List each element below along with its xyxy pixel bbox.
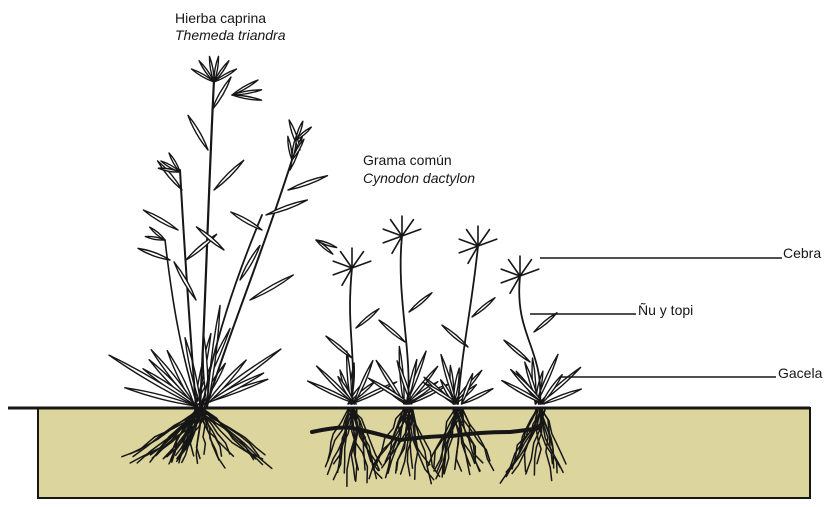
themeda-spikelet xyxy=(288,136,292,160)
tall-grass-scientific-name: Themeda triandra xyxy=(175,27,286,43)
culm-leaf xyxy=(214,160,244,190)
themeda-spikelet xyxy=(232,95,262,100)
cynodon-leaf xyxy=(472,298,495,317)
short-grass-common-name: Grama común xyxy=(363,152,452,168)
culm-leaf xyxy=(188,115,208,150)
grass-plants xyxy=(109,56,581,408)
culm-leaf xyxy=(266,200,307,215)
cynodon-leaf xyxy=(409,293,432,312)
culm-leaf xyxy=(250,275,293,300)
cynodon-leaf xyxy=(534,313,557,332)
grazing-label-nu-topi: Ñu y topi xyxy=(638,302,693,318)
culm-leaf xyxy=(231,212,262,230)
grazing-label-cebra: Cebra xyxy=(783,245,821,261)
cynodon-leaf xyxy=(442,325,468,347)
culm-leaf xyxy=(138,248,170,260)
grazing-label-gacela: Gacela xyxy=(778,365,822,381)
culm-leaf xyxy=(288,176,327,190)
tall-grass-common-name: Hierba caprina xyxy=(175,10,266,26)
cynodon-leaf xyxy=(379,320,405,342)
short-grass-scientific-name: Cynodon dactylon xyxy=(363,170,475,186)
cynodon-leaf xyxy=(326,336,352,358)
cynodon-leaf xyxy=(356,309,379,328)
cynodon-leaf xyxy=(504,340,530,362)
culm-leaf xyxy=(143,210,178,230)
